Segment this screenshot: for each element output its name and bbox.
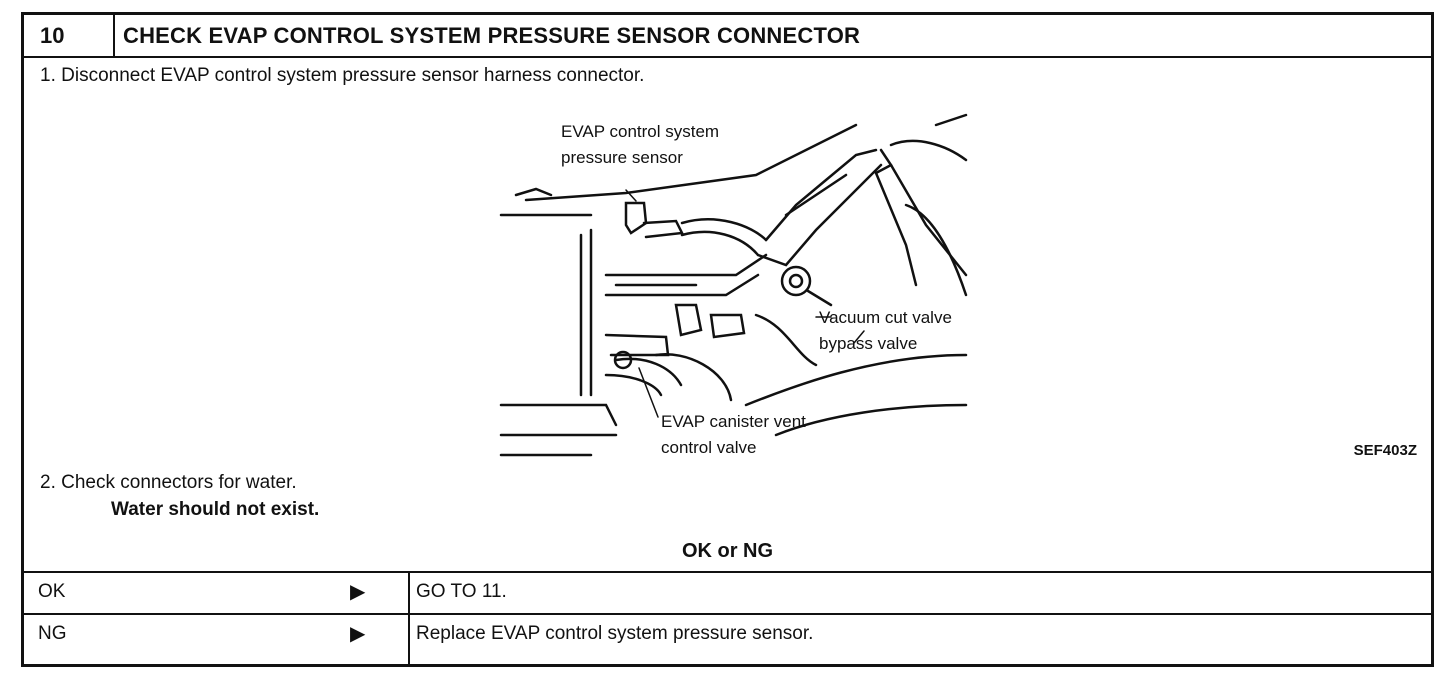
instruction-step-2: 2. Check connectors for water. — [40, 472, 297, 493]
instruction-step-1: 1. Disconnect EVAP control system pressu… — [40, 65, 645, 86]
label-vacuum-cut-valve-line-1: Vacuum cut valve — [819, 308, 952, 327]
column-divider — [408, 573, 410, 664]
label-vent-control-valve-line-2: control valve — [661, 438, 756, 457]
divider — [24, 613, 1431, 615]
result-key: NG — [38, 623, 67, 644]
arrow-right-icon: ▶ — [350, 581, 366, 603]
instruction-step-2-note: Water should not exist. — [111, 499, 320, 520]
result-row-ng: NG ▶ Replace EVAP control system pressur… — [24, 615, 1431, 655]
divider — [24, 571, 1431, 573]
component-location-figure: EVAP control system pressure sensor Vacu… — [499, 113, 968, 457]
label-vent-control-valve-line-1: EVAP canister vent — [661, 412, 806, 431]
label-pressure-sensor-line-2: pressure sensor — [561, 148, 683, 167]
label-pressure-sensor-line-1: EVAP control system — [561, 122, 719, 141]
result-header: OK or NG — [681, 540, 774, 562]
arrow-right-icon: ▶ — [350, 623, 366, 645]
figure-code: SEF403Z — [1353, 442, 1417, 459]
result-key: OK — [38, 581, 66, 602]
label-vacuum-cut-valve-line-2: bypass valve — [819, 334, 917, 353]
result-action: Replace EVAP control system pressure sen… — [416, 623, 814, 644]
procedure-frame: 10 CHECK EVAP CONTROL SYSTEM PRESSURE SE… — [21, 12, 1434, 667]
step-number: 10 — [24, 15, 115, 58]
result-row-ok: OK ▶ GO TO 11. — [24, 573, 1431, 613]
step-title: CHECK EVAP CONTROL SYSTEM PRESSURE SENSO… — [115, 15, 1431, 58]
result-action: GO TO 11. — [416, 581, 507, 602]
